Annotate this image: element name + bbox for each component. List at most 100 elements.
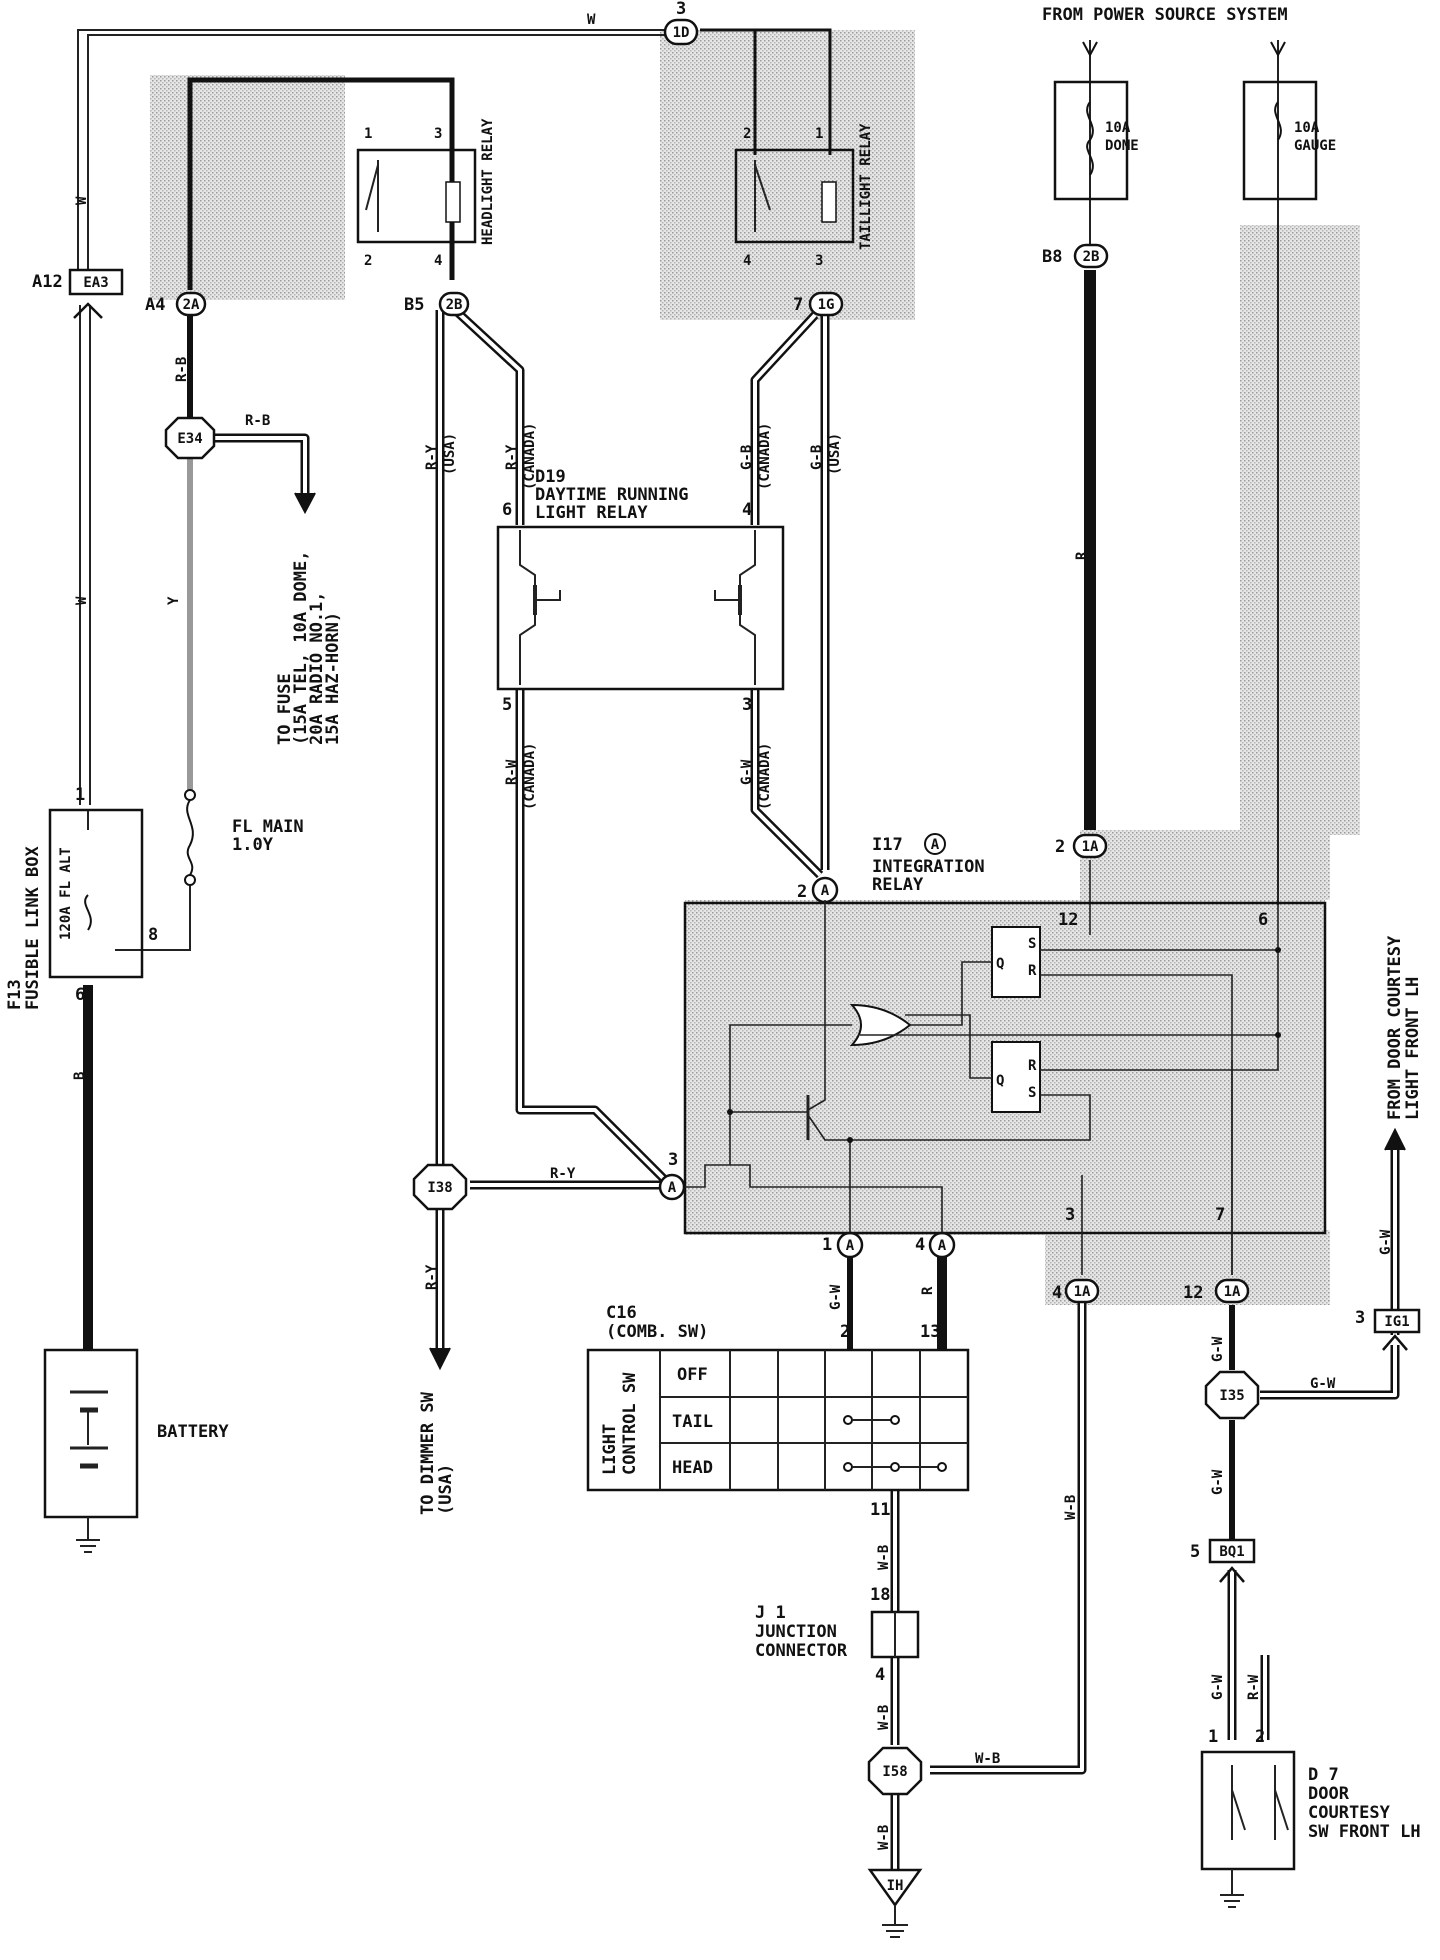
- label-wb-i58: W-B: [975, 1751, 1000, 1767]
- connector-a-pin2-label: A: [821, 883, 830, 899]
- connector-e34: [164, 416, 216, 460]
- connector-a4-label: A4: [145, 295, 165, 315]
- d19-pin5: 5: [502, 695, 512, 715]
- fuse-gauge-amp: 10A: [1294, 120, 1320, 136]
- connector-1a-top-label: 1A: [1082, 839, 1099, 855]
- headlight-coil: [445, 181, 461, 223]
- fl-pin6: 6: [75, 985, 85, 1005]
- dimmer-arrow: [429, 1347, 451, 1371]
- fl-alt-label: 120A FL ALT: [58, 847, 74, 940]
- qualifier-canada2: (CANADA): [757, 423, 773, 490]
- label-b: B: [72, 1072, 88, 1080]
- label-gw-i35a: G-W: [1210, 1336, 1226, 1362]
- pin-12-1a: 12: [1183, 1283, 1203, 1303]
- tr-pin2: 2: [743, 126, 751, 142]
- connector-ih-label: IH: [887, 1878, 904, 1894]
- label-gb-canada: G-B: [739, 445, 755, 470]
- pin-5-bq1: 5: [1190, 1542, 1200, 1562]
- to-fuse-3: 20A RADIO NO.1,: [307, 591, 327, 745]
- j1-id: J 1: [755, 1603, 786, 1623]
- dimmer-sw: TO DIMMER SW (USA): [418, 1347, 456, 1515]
- ir-pin2a: 2: [1055, 837, 1065, 857]
- light-control-2: CONTROL SW: [620, 1372, 640, 1475]
- i17-line1: INTEGRATION: [872, 857, 985, 877]
- ff2-r: R: [1028, 1058, 1037, 1074]
- qualifier-canada4: (CANADA): [757, 743, 773, 810]
- label-wb-j1b: W-B: [876, 1705, 892, 1730]
- qualifier-usa2: (USA): [827, 433, 843, 475]
- battery: BATTERY: [43, 1348, 229, 1553]
- fl-main-label2: 1.0Y: [232, 835, 274, 855]
- connector-ea3: [68, 268, 124, 296]
- label-gw-ig1: G-W: [1310, 1376, 1336, 1392]
- ir-pin12: 12: [1058, 910, 1078, 930]
- connector-2b: [438, 291, 470, 317]
- ir-pin3: 3: [1065, 1205, 1075, 1225]
- fuse-gauge-icon: [1274, 101, 1282, 141]
- connector-1a-top: [1072, 833, 1108, 859]
- taillight-coil: [821, 181, 837, 223]
- d7-line3: SW FRONT LH: [1308, 1822, 1421, 1842]
- wire-w-top: [87, 34, 665, 270]
- wire-rw-canada: [515, 690, 669, 1184]
- label-w-left1: W: [74, 196, 90, 205]
- door-from-1: FROM DOOR COURTESY: [1385, 935, 1405, 1120]
- connector-ig1-label: IG1: [1384, 1314, 1409, 1330]
- connector-2b-label: 2B: [446, 297, 463, 313]
- taillight-relay-shade: [660, 30, 915, 320]
- d19-pin6: 6: [502, 500, 512, 520]
- integration-relay: I17 A INTEGRATION RELAY 2 2 12 6 3 1 4 3…: [668, 833, 1327, 1303]
- wire-headlight-loop: [187, 77, 455, 290]
- qualifier-canada1: (CANADA): [522, 423, 538, 490]
- headlight-relay-label: HEADLIGHT RELAY: [480, 118, 496, 245]
- qualifier-canada3: (CANADA): [522, 743, 538, 810]
- ff1-q: Q: [996, 956, 1004, 972]
- j1-pin4: 4: [875, 1665, 885, 1685]
- connector-ig1: [1373, 1308, 1421, 1334]
- connector-i35-label: I35: [1219, 1388, 1244, 1404]
- label-ry-i38: R-Y: [550, 1166, 576, 1182]
- connector-1a-left: [1064, 1278, 1100, 1304]
- light-control-1: LIGHT: [600, 1424, 620, 1475]
- tail-contacts: [843, 1415, 900, 1425]
- pin-4-1a: 4: [1052, 1283, 1062, 1303]
- label-w-top: W: [587, 12, 596, 28]
- relay-top-shade: [1080, 830, 1330, 900]
- fusible-link-box: 120A FL ALT 1 8 6 F13 FUSIBLE LINK BOX F…: [5, 785, 304, 1010]
- connector-i58: [867, 1746, 923, 1796]
- row-head: HEAD: [672, 1458, 713, 1478]
- c16-name: (COMB. SW): [606, 1322, 708, 1342]
- to-fuse-2: (15A TEL, 10A DOME,: [291, 551, 311, 745]
- headlight-relay-box: [356, 148, 477, 244]
- pin-3-ig1: 3: [1355, 1308, 1365, 1328]
- connector-1d: [663, 18, 699, 46]
- wires: [77, 28, 1400, 1870]
- hr-pin4: 4: [434, 253, 442, 269]
- connector-i38: [412, 1163, 468, 1211]
- tr-pin1: 1: [815, 126, 823, 142]
- connector-bq1-label: BQ1: [1219, 1544, 1244, 1560]
- fl-main-fuse-icon: [186, 799, 194, 876]
- d19-line2: LIGHT RELAY: [535, 503, 648, 523]
- door-courtesy: FROM DOOR COURTESY LIGHT FRONT LH 3 5 1 …: [1190, 935, 1423, 1908]
- ff2-s: S: [1028, 1085, 1036, 1101]
- i17-badge: A: [931, 837, 940, 853]
- ir-pin7: 7: [1215, 1205, 1225, 1225]
- dimmer-label2: (USA): [436, 1464, 456, 1515]
- to-fuse-4: 15A HAZ-HORN): [323, 612, 343, 745]
- d7-pin2: 2: [1255, 1727, 1265, 1747]
- tr-pin3: 3: [815, 253, 823, 269]
- label-rb2: R-B: [245, 413, 270, 429]
- connector-2b-dome-label: 2B: [1083, 249, 1100, 265]
- connector-1d-label: 1D: [673, 25, 690, 41]
- j1-pin18: 18: [870, 1585, 890, 1605]
- connector-1g: [808, 291, 844, 317]
- wire-wb-1a: [930, 1300, 1087, 1775]
- ff1-r: R: [1028, 963, 1037, 979]
- j1-line2: CONNECTOR: [755, 1641, 848, 1661]
- fuse-gauge-box: [1242, 80, 1318, 201]
- connector-i35: [1204, 1370, 1260, 1420]
- battery-label: BATTERY: [157, 1422, 229, 1442]
- fuse-dome-icon: [1086, 101, 1094, 176]
- label-w-left2: W: [74, 596, 90, 605]
